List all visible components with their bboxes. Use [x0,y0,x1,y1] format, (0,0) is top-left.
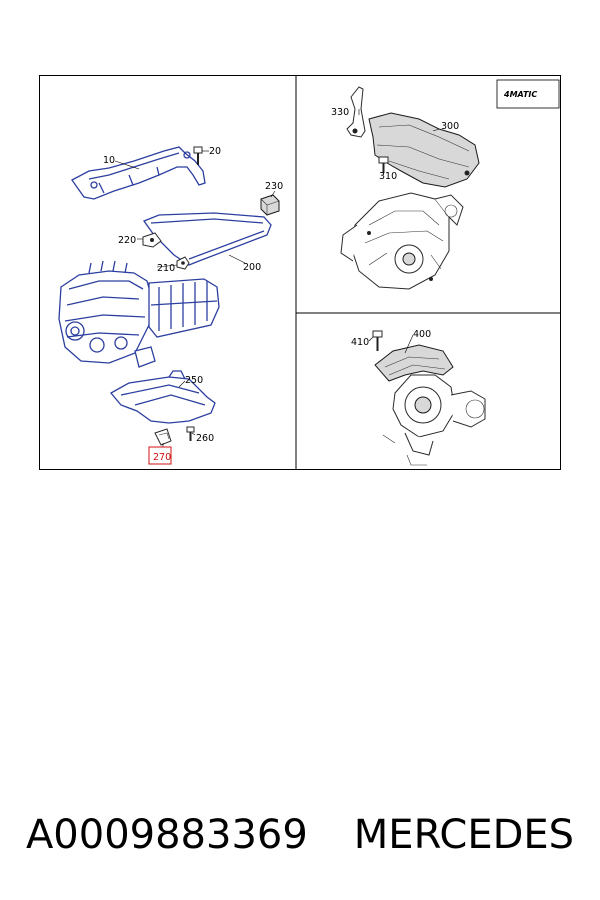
callout-330: 330 [331,107,349,118]
part-10-heat-shield [71,146,206,200]
part-330-bracket [346,86,366,138]
part-410-bolt [372,330,383,351]
callout-220: 220 [118,235,136,246]
callout-260: 260 [196,433,214,444]
callout-300: 300 [441,121,459,132]
part-210-clip [176,256,190,270]
callout-230: 230 [265,181,283,192]
callout-270-highlight: 270 [148,446,172,465]
part-number: A0009883369 [25,812,308,858]
callout-410: 410 [351,337,369,348]
callout-250: 250 [185,375,203,386]
leader-lines [114,109,440,447]
part-310-bolt [378,156,389,173]
transfer-case [340,192,464,290]
parts-diagram: 4MATIC [39,75,561,470]
part-200-engine-cover [142,212,272,266]
callout-270: 270 [153,452,171,463]
brand-name: MERCEDES [353,812,575,858]
callout-20: 20 [209,146,221,157]
part-250-oil-pan-shield [109,370,216,424]
callout-10: 10 [103,155,115,166]
part-230-mount [260,194,280,216]
turbocharger [382,374,486,466]
engine-assembly [58,260,220,368]
part-400-heat-shield [374,344,454,382]
part-220-bracket [142,232,162,248]
callout-310: 310 [379,171,397,182]
logo-4matic: 4MATIC [496,79,560,109]
part-20-bolt [193,146,203,165]
callout-200: 200 [243,262,261,273]
logo-4matic-text: 4MATIC [503,90,537,99]
part-270-bracket [154,428,172,446]
callout-210: 210 [157,263,175,274]
part-260-fastener [186,426,195,441]
callout-400: 400 [413,329,431,340]
part-caption: A0009883369 MERCEDES [0,800,600,870]
